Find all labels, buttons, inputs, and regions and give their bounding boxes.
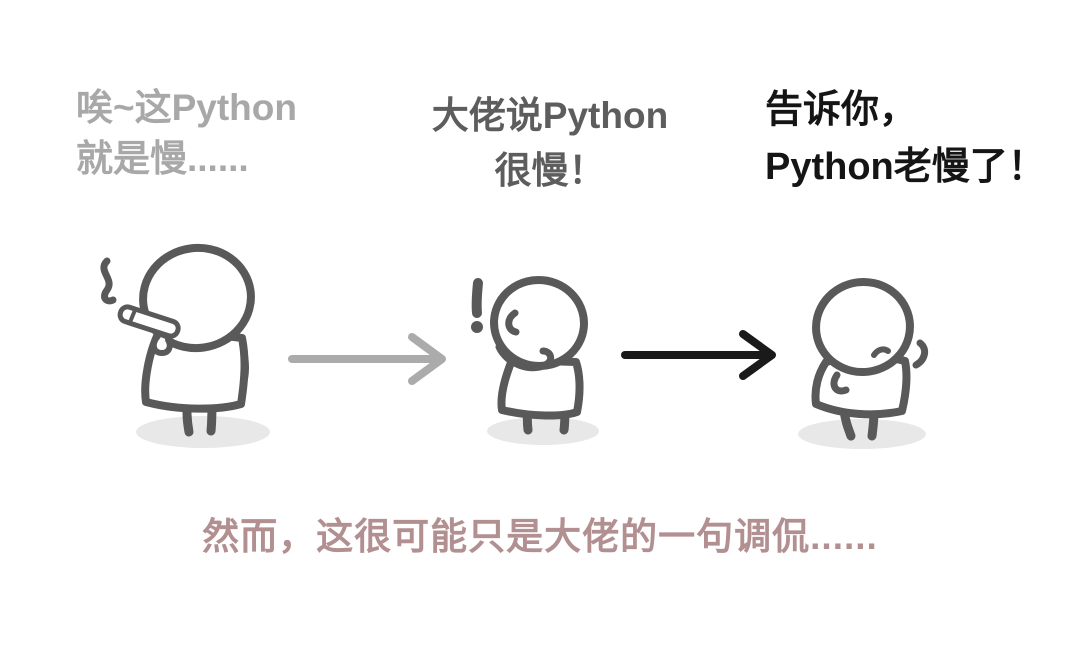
exclamation-icon (471, 278, 483, 333)
smoker-arm (239, 341, 249, 382)
caption-smoker: 唉~这Python 就是慢...... (76, 82, 297, 184)
caption-reporter: 大佬说Python 很慢！ (400, 88, 700, 198)
teller-mouth (871, 346, 891, 358)
footer-caption: 然而，这很可能只是大佬的一句调侃...... (202, 516, 878, 557)
teller-chest-hand (830, 371, 850, 395)
smoke-icon (100, 257, 117, 305)
caption-reporter-line1: 大佬说Python (431, 95, 669, 136)
reporter-figure (471, 275, 599, 445)
caption-smoker-line1: 唉~这Python (76, 87, 297, 128)
caption-smoker-line2: 就是慢...... (76, 138, 249, 179)
caption-reporter-line2: 很慢！ (494, 150, 606, 191)
right-arrow-black-icon (621, 330, 776, 380)
right-arrow-gray-icon (288, 333, 446, 385)
reporter-arm (495, 343, 555, 372)
caption-teller-line2: Python老慢了！ (765, 146, 1046, 188)
smoker-shadow (136, 416, 270, 448)
teller-shadow (798, 419, 926, 449)
caption-teller-line1: 告诉你， (765, 89, 918, 131)
teller-figure (798, 277, 929, 449)
cigarette-icon (117, 304, 181, 339)
reporter-shadow (487, 417, 599, 445)
smoker-hand (150, 333, 173, 356)
reporter-hand (505, 309, 520, 336)
caption-teller: 告诉你， Python老慢了！ (765, 82, 1046, 196)
smoker-figure (100, 243, 270, 448)
teller-raised-hand (912, 339, 929, 369)
reporter-body (497, 356, 584, 420)
